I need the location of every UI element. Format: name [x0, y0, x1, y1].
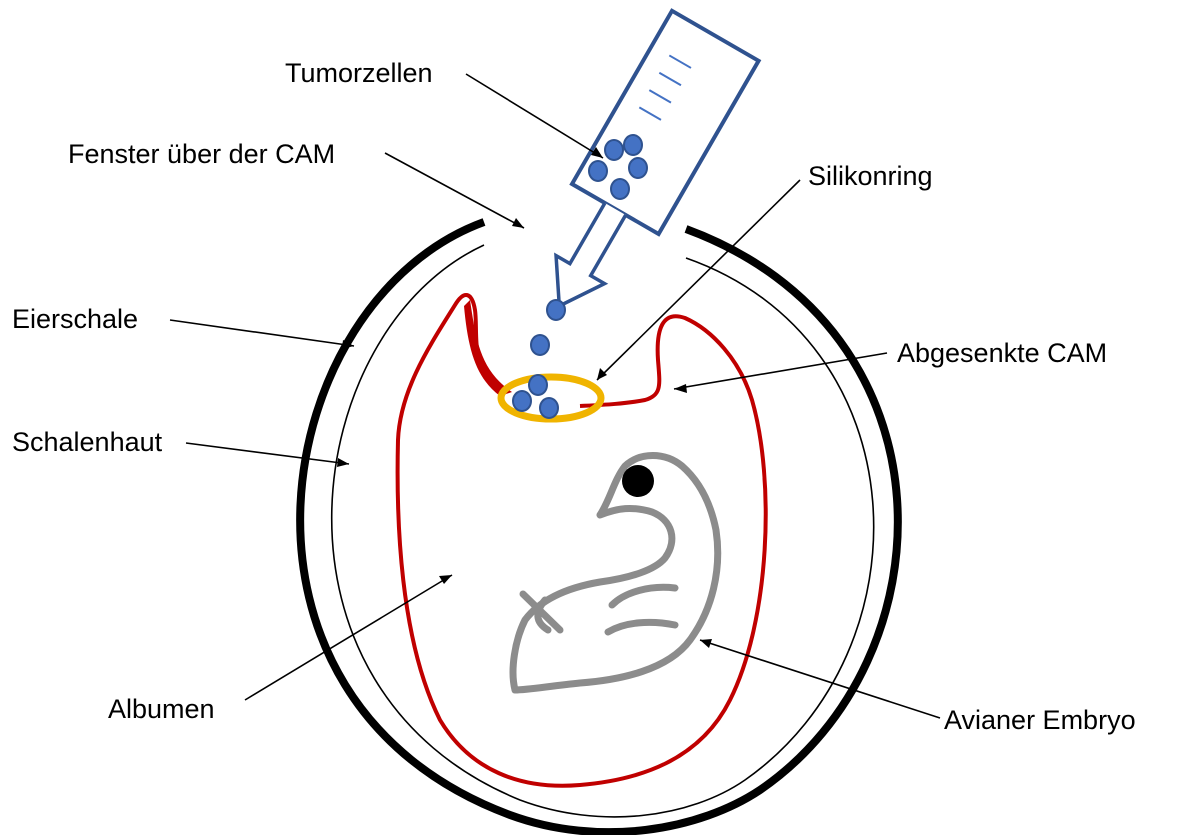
- leader-window: [385, 153, 524, 228]
- leader-eggshell: [170, 320, 354, 346]
- arrowhead-embryo: [700, 639, 712, 648]
- label-tumor-cells: Tumorzellen: [285, 58, 433, 88]
- tumor-cell: [605, 140, 623, 160]
- tumor-cell: [589, 161, 607, 181]
- leader-embryo: [700, 640, 940, 718]
- embryo-eye: [622, 465, 654, 497]
- label-shell-membrane: Schalenhaut: [12, 427, 163, 457]
- tumor-cell: [540, 398, 558, 418]
- leader-albumen: [245, 575, 452, 700]
- tumor-cell: [513, 391, 531, 411]
- arrowhead-silicone-ring: [597, 368, 607, 380]
- dropping-tumor-cells: [513, 300, 565, 418]
- tumor-cell: [611, 179, 629, 199]
- embryo-outline: [513, 456, 718, 691]
- tumor-cell: [624, 135, 642, 155]
- tumor-cell: [531, 335, 549, 355]
- shell-membrane: [332, 245, 874, 817]
- eggshell: [300, 222, 898, 832]
- tumor-cell: [529, 375, 547, 395]
- leader-tumor-cells: [466, 74, 603, 158]
- label-embryo: Avianer Embryo: [944, 705, 1136, 735]
- arrowhead-window: [512, 218, 524, 228]
- arrowhead-albumen: [439, 575, 452, 584]
- label-eggshell: Eierschale: [12, 304, 138, 334]
- arrowhead-lowered-cam: [674, 384, 687, 393]
- arrowhead-shell-membrane: [337, 458, 349, 467]
- cam-membrane: [398, 295, 766, 786]
- label-silicone-ring: Silikonring: [808, 161, 933, 191]
- tumor-cell: [547, 300, 565, 320]
- leader-shell-membrane: [186, 443, 349, 464]
- label-albumen: Albumen: [108, 694, 215, 724]
- label-window: Fenster über der CAM: [68, 139, 335, 169]
- embryo-leg: [608, 587, 675, 632]
- cam-fold: [464, 300, 512, 396]
- label-lowered-cam: Abgesenkte CAM: [897, 338, 1107, 368]
- tumor-cell: [629, 158, 647, 178]
- avian-embryo: [513, 456, 718, 691]
